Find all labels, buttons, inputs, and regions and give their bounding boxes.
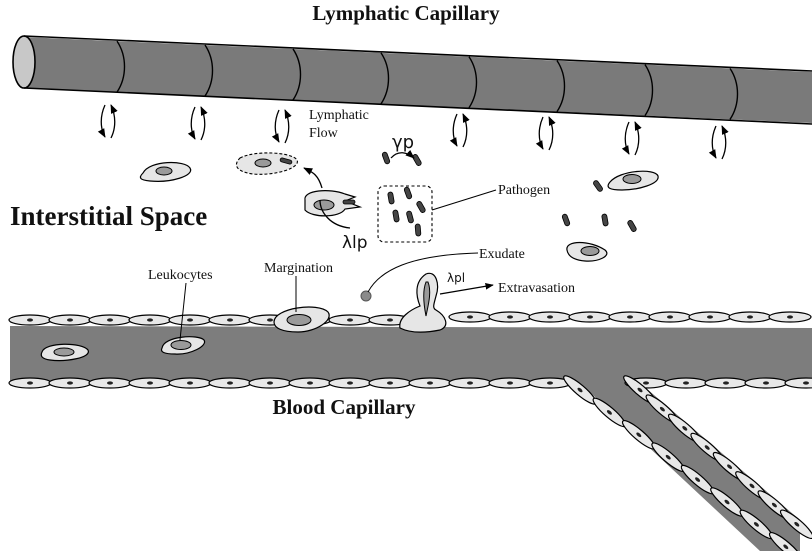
flow-arrow-icon [191,107,205,140]
pathogen-rod [382,152,391,165]
extravasation-arrow [440,285,493,294]
interstitial-leukocytes [140,153,658,261]
lymphatic-flow-label-line1: Lymphatic [309,108,369,123]
gamma-p-label: γp [392,132,414,153]
endothelial-cell [169,315,211,325]
flow-arrow-icon [625,122,639,155]
endothelial-cell [89,378,131,388]
endothelial-cell [769,312,811,322]
endothelial-cell [409,378,451,388]
lambda-pl-label: λpl [447,271,465,285]
endothelial-cell [369,378,411,388]
endothelial-cell [449,312,491,322]
endothelial-cell [489,378,531,388]
phagocyte-dashed [236,153,297,174]
endothelial-cell [129,378,171,388]
pathogen-rod [416,201,426,214]
lymphatic-capillary-title: Lymphatic Capillary [312,1,500,25]
flow-arrow-icon [101,105,115,138]
endothelial-cell [609,312,651,322]
extravasation-label: Extravasation [498,281,575,296]
flow-arrow-icon [539,117,553,150]
leukocytes-label: Leukocytes [148,268,213,283]
leukocyte [140,163,190,182]
endothelial-cell [169,378,211,388]
pathogen-rod [601,214,608,227]
lymphatic-flow-label-line2: Flow [309,126,339,141]
phagocyte-engulfing [305,191,360,216]
flow-arrow-icon [453,114,467,147]
flow-arrow-icon [275,110,289,143]
pathogen-rod [627,220,637,233]
endothelial-cell [569,312,611,322]
phagocytosis-arrow [304,168,322,188]
pathogen-cluster-box [378,186,432,242]
leukocyte [608,171,658,190]
endothelial-cell [489,312,531,322]
endothelial-cell [9,378,51,388]
endothelial-cell [289,378,331,388]
endothelial-cell [705,378,747,388]
endothelial-cell [529,312,571,322]
endothelial-cell [329,315,371,325]
endothelial-cell [209,378,251,388]
lambda-lp-label: λlp [342,233,368,253]
endothelial-cell [729,312,771,322]
endothelial-cell [49,378,91,388]
endothelial-cell [449,378,491,388]
margination-label: Margination [264,261,333,276]
endothelial-cell [129,315,171,325]
interstitial-space-title: Interstitial Space [10,201,207,231]
extravasating-leukocyte [400,273,446,332]
endothelial-cell [249,378,291,388]
endothelial-cell [745,378,787,388]
pathogen-rod [562,214,571,227]
blood-capillary [9,312,812,551]
pathogen-leader [432,190,496,210]
gamma-p-arrow [391,153,414,158]
endothelial-cell [689,312,731,322]
endothelial-cell [49,315,91,325]
endothelial-cell [89,315,131,325]
lymphatic-opening [13,36,35,88]
exudate-label: Exudate [479,247,525,262]
pathogen-label: Pathogen [498,183,550,198]
endothelial-cell [785,378,812,388]
exudate-droplet [361,291,371,301]
lymphatic-capillary [13,36,812,124]
pathogen-rod [404,187,413,200]
endothelial-cell [209,315,251,325]
blood-capillary-title: Blood Capillary [273,395,416,419]
endothelial-cell [9,315,51,325]
flow-arrow-icon [712,126,726,159]
endothelial-cell [649,312,691,322]
pathogen-rod [415,224,421,236]
leukocyte [567,243,607,262]
pathogen-rod [412,154,422,167]
pathogen-rod [387,192,394,205]
endothelial-cell [329,378,371,388]
pathogen-rod [593,180,604,193]
pathogen-rod [392,210,399,223]
endothelial-cell [665,378,707,388]
pathogen-rod [406,211,414,224]
